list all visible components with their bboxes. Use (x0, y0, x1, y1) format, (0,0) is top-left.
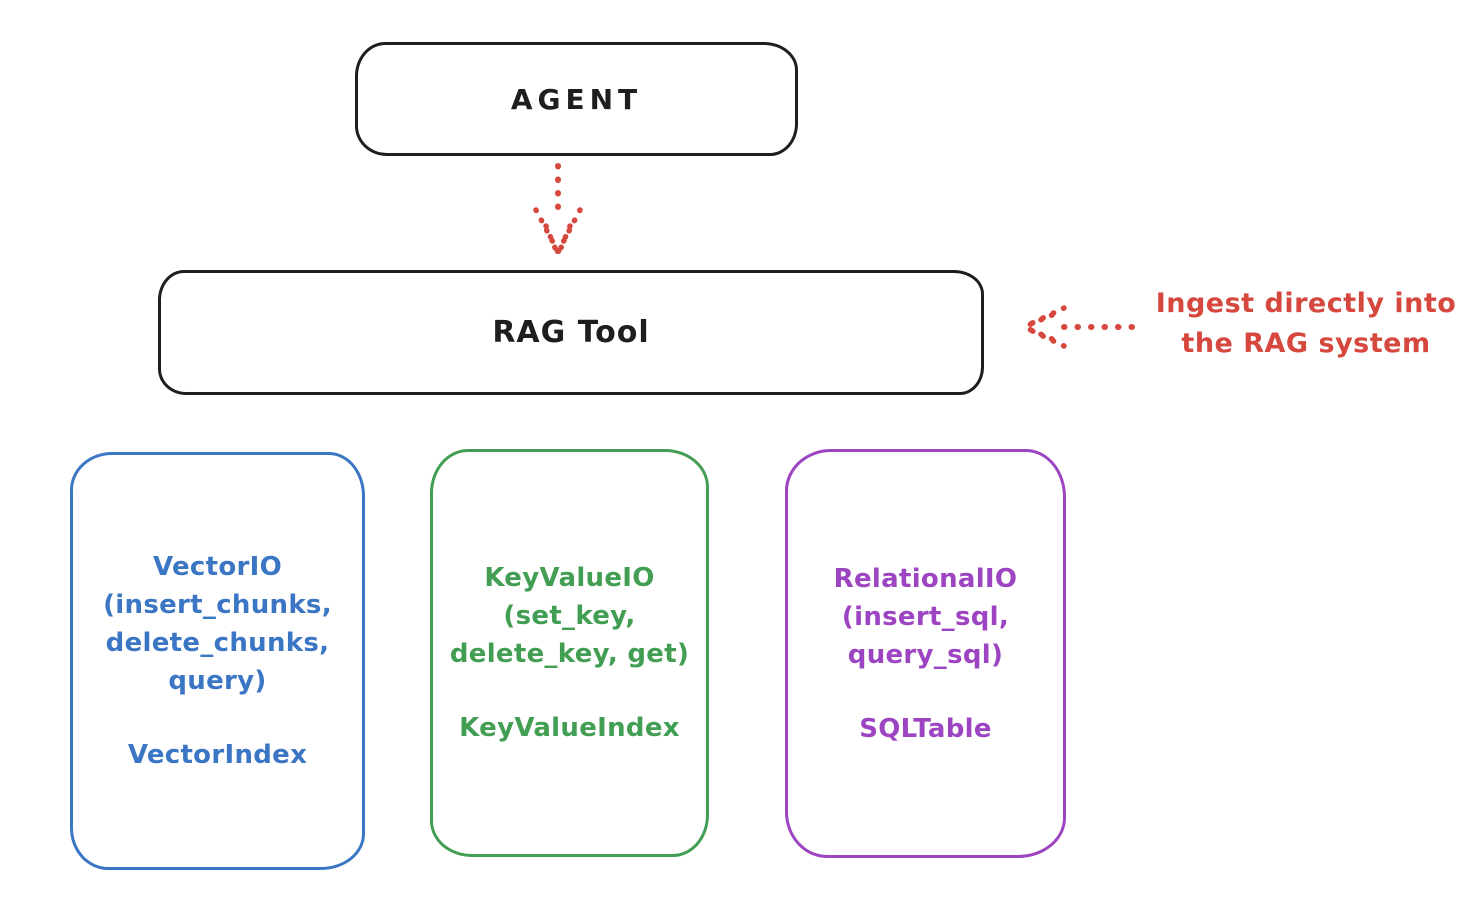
store-index-label: KeyValueIndex (459, 713, 680, 743)
store-method-line: (insert_chunks, (103, 590, 332, 620)
store-method-line: query_sql) (847, 639, 1004, 670)
store-method-line: delete_key, get) (449, 639, 690, 669)
annotation-line-1: Ingest directly into (1155, 288, 1457, 319)
rag-tool-node: RAG Tool (158, 270, 984, 395)
relationalio-box: RelationalIO (insert_sql, query_sql) SQL… (785, 449, 1066, 858)
agent-node: AGENT (355, 42, 798, 156)
store-title: RelationalIO (833, 563, 1018, 594)
keyvalueio-box: KeyValueIO (set_key, delete_key, get) Ke… (430, 449, 709, 857)
rag-tool-label: RAG Tool (492, 315, 650, 350)
annotation-line-2: the RAG system (1181, 328, 1431, 359)
store-method-line: query) (168, 666, 267, 696)
agent-label: AGENT (510, 82, 643, 116)
vectorio-box: VectorIO (insert_chunks, delete_chunks, … (70, 452, 365, 870)
store-method-line: delete_chunks, (105, 628, 330, 658)
store-index-label: VectorIndex (127, 740, 308, 770)
store-title: KeyValueIO (484, 563, 655, 593)
store-method-line: (set_key, (503, 601, 636, 631)
left-arrow-icon (1021, 305, 1135, 349)
down-arrow-icon (533, 163, 583, 258)
store-index-label: SQLTable (859, 713, 992, 744)
annotation-ingest: Ingest directly into the RAG system (1138, 284, 1474, 364)
store-title: VectorIO (152, 552, 283, 582)
store-method-line: (insert_sql, (841, 601, 1010, 632)
